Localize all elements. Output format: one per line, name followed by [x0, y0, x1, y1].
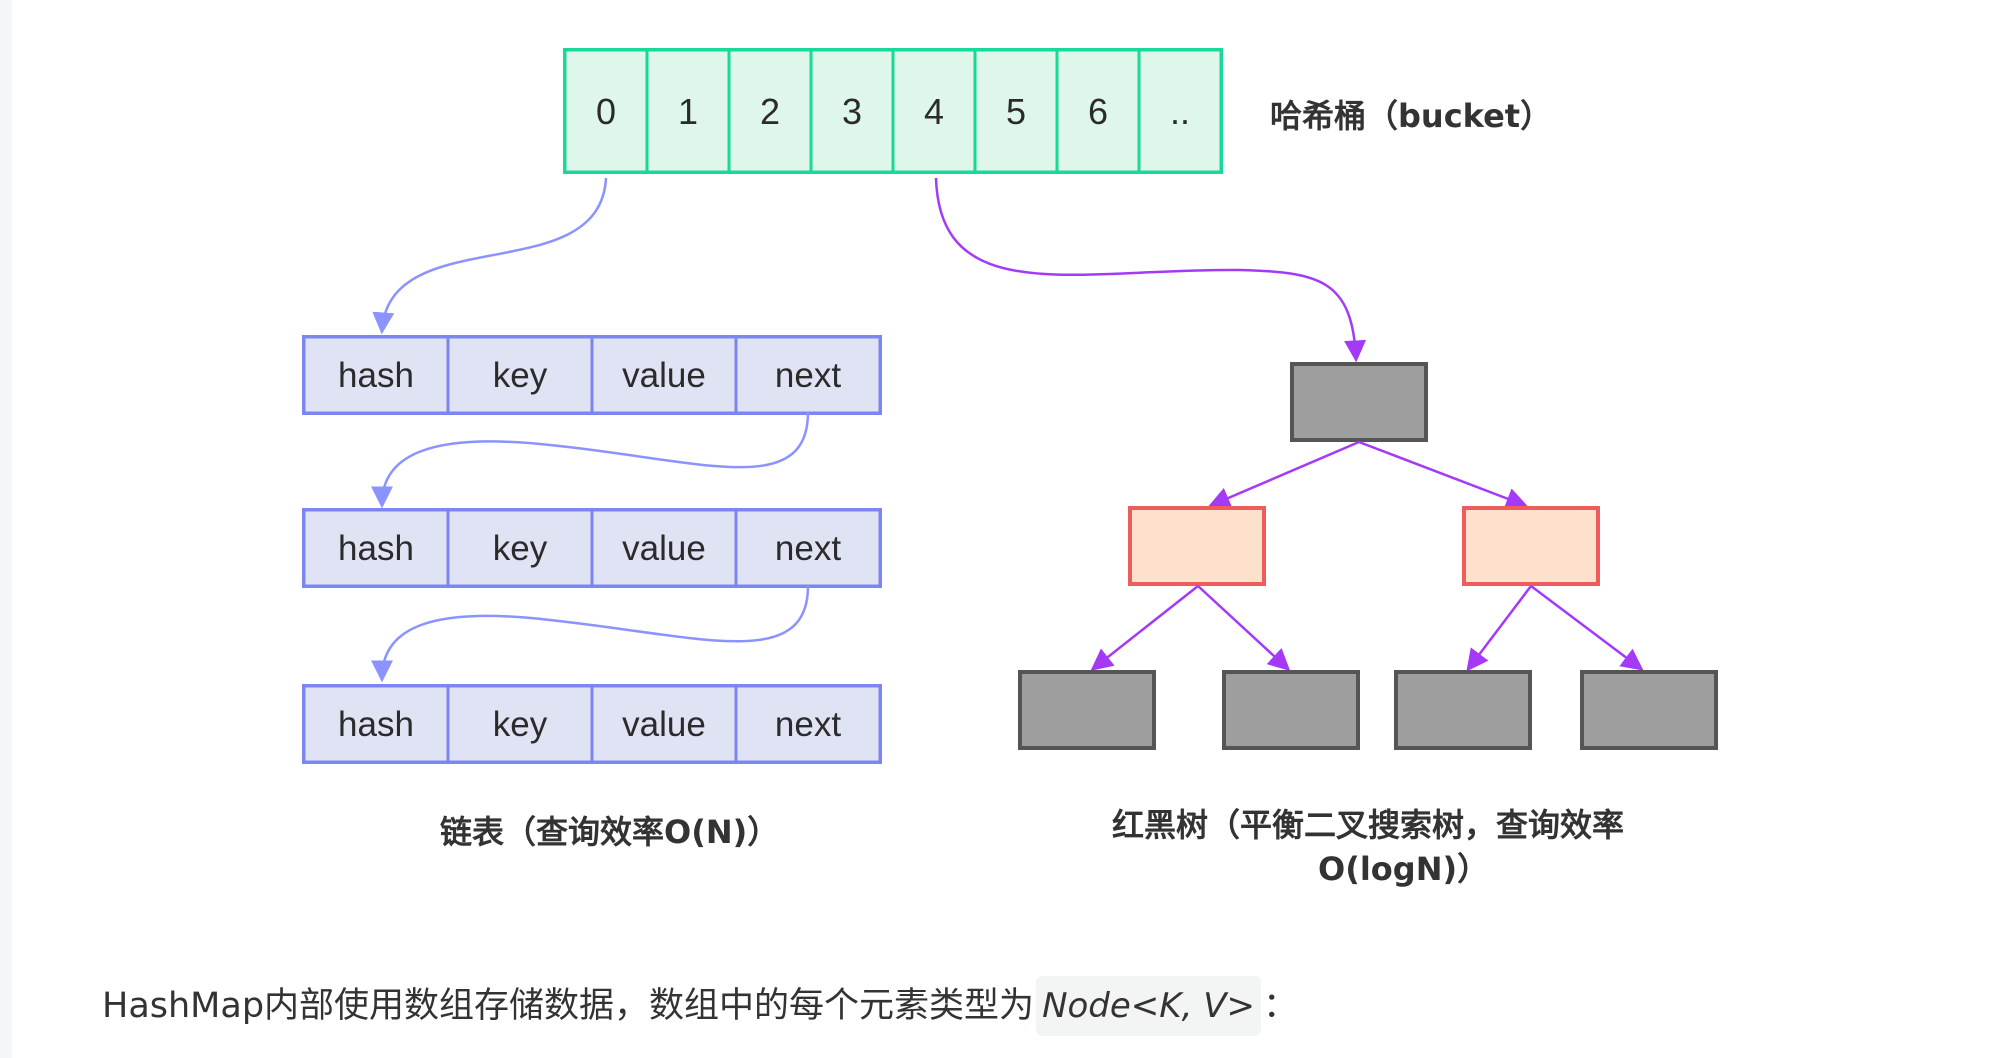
edge-right-right: [1530, 585, 1644, 671]
list-field-label-key: key: [493, 356, 548, 395]
tree-leaf-node-4: [1580, 670, 1718, 750]
caption-code: Node<K, V>: [1036, 976, 1261, 1036]
list-field-label-next: next: [775, 705, 841, 744]
arrow-list-node1-to-node2: [371, 411, 810, 509]
bucket-cell-label-2: 2: [760, 91, 780, 132]
edge-left-right: [1197, 585, 1291, 671]
tree-label-line2: O(logN)）: [1318, 850, 1489, 888]
bucket-cell-label-3: 3: [842, 91, 862, 132]
list-field-key: [446, 335, 594, 415]
list-field-hash: [302, 335, 450, 415]
edge-root-right: [1358, 440, 1529, 509]
list-field-next: [734, 508, 882, 588]
caption-suffix: ：: [1262, 986, 1298, 1026]
list-field-next: [734, 335, 882, 415]
bucket-cell-7: [1137, 48, 1223, 174]
edge-left-left: [1090, 585, 1199, 671]
linked-list: hash key value next hash key value next hash key v…: [302, 335, 882, 764]
list-field-next: [734, 684, 882, 764]
edge-root-left: [1207, 440, 1360, 509]
edge-right-left: [1466, 585, 1532, 672]
tree-red-node-right: [1462, 506, 1600, 586]
list-field-label-value: value: [622, 705, 706, 744]
bucket-cell-label-0: 0: [596, 91, 616, 132]
list-field-label-hash: hash: [338, 529, 414, 568]
bucket-cell-label-5: 5: [1006, 91, 1026, 132]
bucket-cell-3: [809, 48, 895, 174]
bucket-label: 哈希桶（bucket）: [1270, 97, 1552, 135]
bucket-cell-label-6: 6: [1088, 91, 1108, 132]
list-field-value: [590, 508, 738, 588]
arrow-bucket-4-to-tree: [934, 177, 1367, 363]
caption-text: HashMap内部使用数组存储数据，数组中的每个元素类型为: [102, 986, 1035, 1026]
bucket-cell-5: [973, 48, 1059, 174]
bucket-array: 0 1 2 3 4 5 6..: [563, 48, 1223, 174]
list-field-label-next: next: [775, 529, 841, 568]
tree-label-line1: 红黑树（平衡二叉搜索树，查询效率: [1112, 806, 1624, 844]
tree-leaf-node-2: [1222, 670, 1360, 750]
tree-leaf-node-1: [1018, 670, 1156, 750]
tree-root-node: [1290, 362, 1428, 442]
linked-list-label: 链表（查询效率O(N)）: [440, 813, 779, 851]
bucket-cell-label-7: ..: [1170, 91, 1190, 132]
list-field-value: [590, 335, 738, 415]
list-field-label-hash: hash: [338, 705, 414, 744]
bucket-cell-4: [891, 48, 977, 174]
list-field-label-value: value: [622, 356, 706, 395]
list-node-2: hash key value next: [302, 508, 882, 588]
bucket-cell-6: [1055, 48, 1141, 174]
tree-red-node-left: [1128, 506, 1266, 586]
list-field-label-key: key: [493, 529, 548, 568]
list-field-label-hash: hash: [338, 356, 414, 395]
list-field-label-next: next: [775, 356, 841, 395]
bucket-cell-label-1: 1: [678, 91, 698, 132]
arrow-bucket-0-to-list: [372, 177, 608, 335]
bucket-cell-label-4: 4: [924, 91, 944, 132]
left-margin-strip: [0, 0, 12, 1058]
bucket-cell-0: [563, 48, 649, 174]
tree-leaf-node-3: [1394, 670, 1532, 750]
list-node-1: hash key value next: [302, 335, 882, 415]
list-field-label-key: key: [493, 705, 548, 744]
arrow-list-node2-to-node3: [371, 585, 810, 683]
list-field-label-value: value: [622, 529, 706, 568]
list-node-3: hash key value next: [302, 684, 882, 764]
